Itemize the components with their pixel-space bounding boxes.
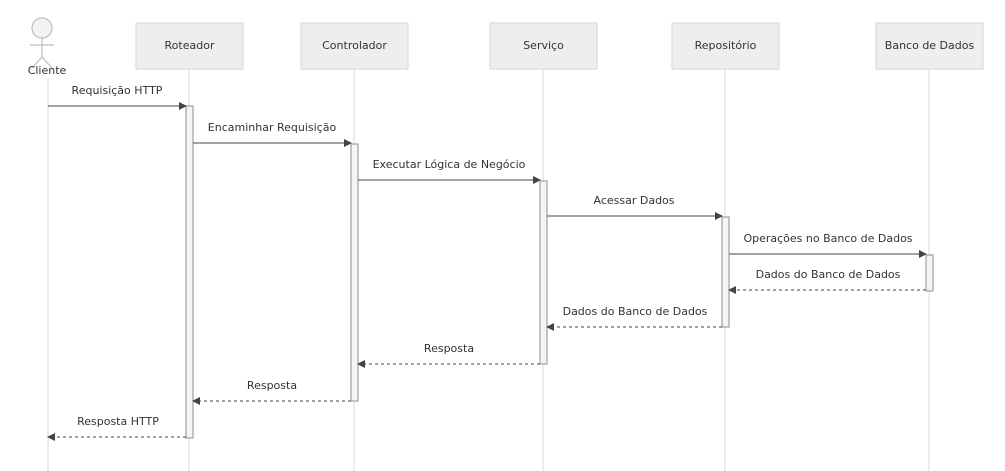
repositorio-label: Repositório — [695, 39, 757, 52]
servico-box — [489, 22, 598, 70]
message-1-label: Requisição HTTP — [72, 84, 163, 97]
controlador-box — [300, 22, 409, 70]
participant-controlador: Controlador — [300, 22, 409, 70]
cliente-label: Cliente — [28, 64, 67, 77]
banco-de-dados-box — [875, 22, 984, 70]
message-8: Resposta — [357, 342, 540, 368]
message-8-label: Resposta — [424, 342, 474, 355]
message-1: Requisição HTTP — [48, 84, 187, 110]
actor-leg-right — [41, 56, 53, 69]
servico-label: Serviço — [523, 39, 564, 52]
message-3-label: Executar Lógica de Negócio — [373, 158, 526, 171]
message-10: Resposta HTTP — [47, 415, 186, 441]
actor-leg-left — [31, 56, 43, 69]
message-6: Dados do Banco de Dados — [728, 268, 926, 294]
message-3: Executar Lógica de Negócio — [358, 158, 541, 184]
repositorio-box — [671, 22, 780, 70]
message-7: Dados do Banco de Dados — [546, 305, 722, 331]
message-9: Resposta — [192, 379, 351, 405]
controlador-activation — [350, 143, 359, 402]
message-5: Operações no Banco de Dados — [729, 232, 927, 258]
actor-head — [31, 17, 53, 39]
roteador-box — [135, 22, 244, 70]
message-6-label: Dados do Banco de Dados — [756, 268, 901, 281]
message-4: Acessar Dados — [547, 194, 723, 220]
message-2: Encaminhar Requisição — [193, 121, 352, 147]
participant-roteador: Roteador — [135, 22, 244, 70]
cliente-actor: Cliente — [28, 17, 67, 77]
message-7-label: Dados do Banco de Dados — [563, 305, 708, 318]
message-9-label: Resposta — [247, 379, 297, 392]
controlador-label: Controlador — [322, 39, 387, 52]
banco-de-dados-label: Banco de Dados — [885, 39, 975, 52]
participant-banco-de-dados: Banco de Dados — [875, 22, 984, 70]
participant-repositorio: Repositório — [671, 22, 780, 70]
roteador-label: Roteador — [165, 39, 215, 52]
roteador-activation — [185, 105, 194, 439]
message-5-label: Operações no Banco de Dados — [743, 232, 912, 245]
message-10-label: Resposta HTTP — [77, 415, 159, 428]
participant-servico: Serviço — [489, 22, 598, 70]
banco-de-dados-activation — [925, 254, 934, 292]
repositorio-activation — [721, 216, 730, 328]
message-4-label: Acessar Dados — [593, 194, 674, 207]
message-2-label: Encaminhar Requisição — [208, 121, 337, 134]
servico-activation — [539, 180, 548, 365]
